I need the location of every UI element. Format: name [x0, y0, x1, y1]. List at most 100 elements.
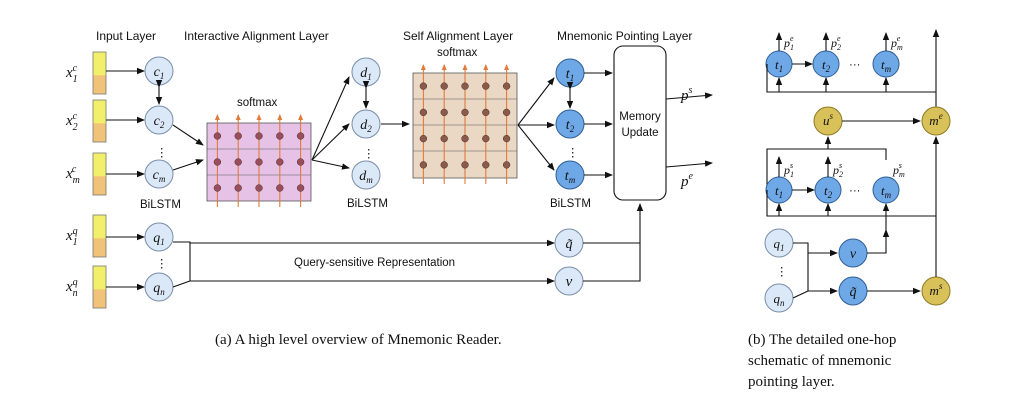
attention-dot [461, 161, 469, 169]
attention-dot [276, 184, 284, 192]
svg-text:p1s: p1s [783, 161, 794, 179]
svg-text:pms: pms [892, 161, 905, 179]
input-label-x1q: x1q [65, 226, 78, 248]
svg-text:ms: ms [930, 281, 943, 298]
softmax-label-1: softmax [237, 97, 278, 109]
attention-dot [419, 161, 428, 169]
attention-dot [502, 161, 511, 169]
svg-text:t1: t1 [566, 67, 574, 83]
svg-text:c2: c2 [154, 114, 165, 130]
node-q1 [144, 222, 174, 252]
node-d2 [351, 109, 381, 139]
svg-text:t1: t1 [775, 57, 783, 74]
svg-text:t1: t1 [775, 183, 783, 200]
attention-dot [440, 82, 448, 90]
input-bar-x2c [92, 99, 107, 143]
svg-text:p2s: p2s [832, 161, 843, 179]
header-self-alignment: Self Alignment Layer [403, 29, 513, 43]
svg-text:tm: tm [881, 183, 892, 200]
header-mnemonic-pointing: Mnemonic Pointing Layer [557, 29, 692, 43]
attention-dot [502, 82, 511, 90]
input-bars [92, 51, 107, 309]
input-label-x1c: x1c [65, 63, 78, 85]
svg-text:q1: q1 [153, 231, 165, 247]
interactive-output-nodes [351, 57, 381, 190]
attention-dot [461, 82, 469, 90]
caption-b-line1: (b) The detailed one-hop [748, 332, 896, 348]
svg-text:t2: t2 [822, 57, 831, 74]
attention-dot [234, 132, 242, 140]
input-label-xmc: xmc [65, 164, 80, 186]
svg-text:p1e: p1e [783, 34, 794, 52]
dots-q: ⋮ [156, 258, 168, 270]
attention-dot [419, 108, 428, 117]
dots-c: ⋮ [156, 147, 168, 159]
svg-text:t2: t2 [566, 118, 575, 134]
svg-text:me: me [929, 111, 942, 128]
svg-text:pme: pme [890, 34, 903, 52]
attention-dot [276, 132, 284, 140]
attention-dot [213, 132, 222, 140]
attention-dot [482, 161, 490, 169]
attention-dot [255, 184, 263, 192]
memory-label: Memory [619, 111, 661, 123]
input-label-x2c: x2c [65, 111, 78, 133]
bot-hdots: ··· [849, 185, 861, 197]
attention-dot [461, 134, 469, 143]
attention-dot [276, 158, 284, 166]
node-c2 [144, 105, 174, 135]
attention-dot [213, 184, 222, 192]
attention-dot [482, 134, 490, 143]
svg-text:q̃: q̃ [850, 285, 857, 300]
dots-d: ⋮ [363, 148, 375, 160]
header-interactive-alignment: Interactive Alignment Layer [184, 29, 329, 43]
node-cm [144, 159, 174, 189]
attention-dot [440, 108, 448, 117]
attention-dot [419, 134, 428, 143]
input-bar-x1q [92, 214, 107, 258]
svg-text:qn: qn [153, 281, 165, 297]
right-panel-schematic: t1 t2 tm ··· p1e p2e pme us me t1 t2 tm [764, 29, 951, 313]
svg-text:d2: d2 [360, 118, 372, 134]
top-hdots: ··· [849, 59, 861, 71]
caption-a: (a) A high level overview of Mnemonic Re… [215, 332, 502, 348]
svg-text:tm: tm [881, 57, 892, 74]
query-sensitive-label: Query-sensitive Representation [294, 257, 455, 269]
attention-dot [234, 158, 242, 166]
svg-text:cm: cm [153, 168, 166, 184]
rp-dots-q: ⋮ [776, 266, 788, 278]
interactive-alignment-matrix [206, 114, 312, 207]
svg-text:qn: qn [774, 291, 786, 308]
output-pe: pe [680, 171, 694, 190]
context-encoder-nodes [144, 56, 174, 302]
attention-dot [482, 82, 490, 90]
node-dm [351, 160, 381, 190]
svg-text:v: v [566, 274, 573, 290]
header-input-layer: Input Layer [96, 29, 156, 43]
attention-dot [502, 134, 511, 143]
caption-b-line2: schematic of mnemonic [748, 353, 892, 369]
svg-text:us: us [823, 111, 834, 128]
dots-t: ⋮ [567, 147, 579, 159]
bilstm-label-1: BiLSTM [140, 199, 181, 211]
self-alignment-matrix [412, 64, 518, 184]
softmax-label-2: softmax [437, 47, 478, 59]
bilstm-label-3: BiLSTM [550, 198, 591, 210]
attention-dot [296, 184, 305, 192]
attention-dot [502, 108, 511, 117]
attention-dot [482, 108, 490, 117]
attention-dot [419, 82, 428, 90]
memory-update-box [613, 45, 667, 201]
input-bar-x1c [92, 51, 107, 95]
bilstm-label-2: BiLSTM [347, 198, 388, 210]
attention-dot [255, 158, 263, 166]
svg-text:t2: t2 [824, 183, 833, 200]
input-bar-xnq [92, 265, 107, 309]
svg-text:d1: d1 [360, 66, 372, 82]
node-me [921, 106, 951, 136]
attention-dot [296, 158, 305, 166]
attention-dot [296, 132, 305, 140]
input-bar-xmc [92, 152, 107, 196]
svg-text:c1: c1 [154, 65, 165, 81]
